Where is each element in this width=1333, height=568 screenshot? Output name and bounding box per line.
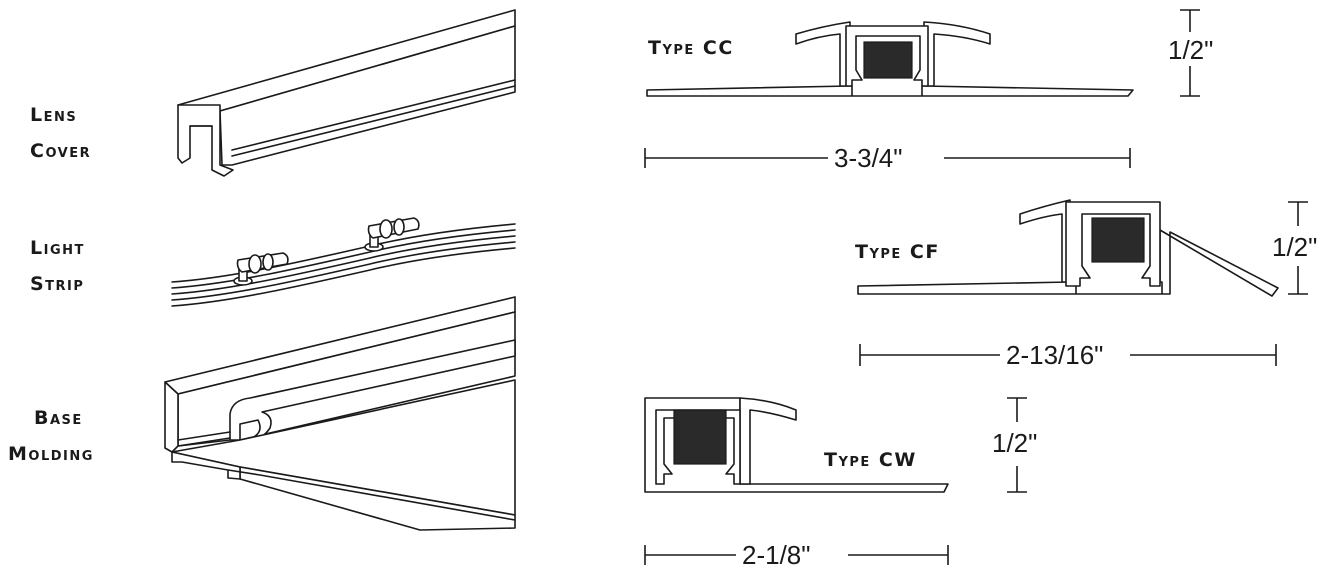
type-cf-label: Type CF (855, 241, 940, 263)
lens-cover-label-line2: Cover (30, 140, 91, 162)
type-cc-height: 1/2" (1168, 35, 1213, 65)
type-cf-width-dim: 2-13/16" (859, 340, 1277, 370)
base-molding-illustration (164, 296, 516, 531)
base-molding-label-line2: Molding (8, 443, 94, 465)
light-strip-label: Light Strip (30, 237, 85, 295)
type-cw-profile: Type CW 1/2" 2-1/8" (644, 397, 1037, 568)
type-cc-label: Type CC (648, 37, 734, 59)
type-cw-width-dim: 2-1/8" (644, 540, 949, 568)
light-strip-label-line1: Light (30, 237, 85, 259)
type-cw-height-dim: 1/2" (992, 397, 1037, 493)
type-cf-height-dim: 1/2" (1272, 201, 1317, 295)
type-cw-height: 1/2" (992, 428, 1037, 458)
light-strip-label-line2: Strip (30, 273, 84, 295)
base-molding-label-line1: Base (34, 407, 83, 429)
type-cf-height: 1/2" (1272, 232, 1317, 262)
base-molding-label: Base Molding (8, 407, 94, 465)
type-cf-width: 2-13/16" (1006, 340, 1103, 370)
lens-cover-illustration (177, 9, 516, 177)
type-cw-led-block (673, 409, 727, 465)
type-cw-width: 2-1/8" (742, 540, 811, 568)
lens-cover-label-line1: Lens (30, 104, 77, 126)
lens-cover-label: Lens Cover (30, 104, 91, 162)
type-cc-profile: Type CC 1/2" 3-3/4" (644, 9, 1213, 173)
type-cc-width-dim: 3-3/4" (644, 143, 1131, 173)
light-strip-illustration (171, 217, 516, 307)
bulb-1 (233, 252, 289, 286)
type-cc-height-dim: 1/2" (1168, 9, 1213, 97)
type-cc-width: 3-3/4" (834, 143, 903, 173)
type-cc-led-block (863, 41, 913, 79)
bulb-2 (364, 217, 420, 252)
type-cf-led-block (1091, 217, 1145, 263)
type-cw-label: Type CW (824, 449, 917, 471)
type-cf-profile: Type CF 1/2" 2-13/16" (855, 199, 1317, 370)
